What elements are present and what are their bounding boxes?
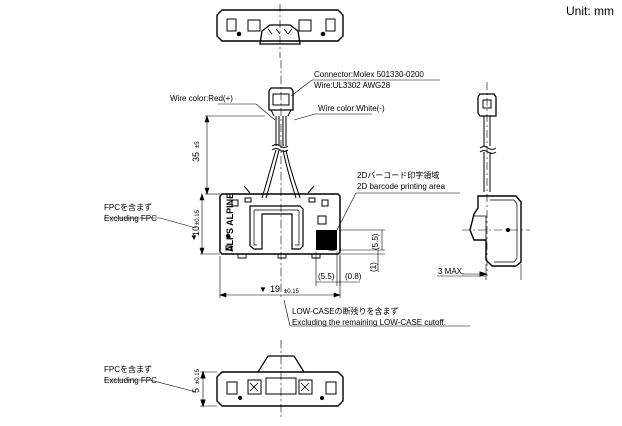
fpc-jp-label-bottom: FPCを含まず: [104, 364, 152, 374]
dimension-lines: [104, 79, 470, 393]
bottom-view: [200, 340, 344, 420]
barcode-area: [316, 230, 337, 250]
dim-barcode-h: (5.5): [371, 233, 380, 250]
dim-width-tol: ±0.15: [284, 289, 300, 295]
dim-bottom-tol: ±0.15: [195, 368, 201, 384]
wire-spec-label: Wire:UL3302 AWG28: [314, 81, 391, 90]
dim-barcode-w: (5.5): [318, 272, 335, 281]
barcode-en-label: 2D barcode printing area: [357, 182, 446, 191]
unit-label: Unit: mm: [566, 4, 614, 18]
top-view: [216, 4, 344, 58]
wire-red-label: Wire color:Red(+): [170, 94, 233, 103]
fpc-en-label-bottom: Excluding FPC: [104, 376, 157, 385]
side-view: [437, 82, 530, 280]
dim-height-tol: ±0.15: [195, 209, 201, 225]
lowcase-en-label: Excluding the remaining LOW-CASE cutoff.: [292, 318, 446, 327]
wire-white-label: Wire color:White(-): [318, 104, 385, 113]
dim-height: 10: [191, 226, 201, 236]
barcode-jp-label: 2Dバーコード印字領域: [357, 170, 439, 180]
dim-height-marker: ▼: [190, 233, 198, 242]
dim-wire-length: 35: [191, 152, 201, 162]
dim-max-thickness: 3 MAX.: [438, 267, 464, 276]
dim-barcode-offset: (1): [369, 262, 378, 272]
dim-wire-length-tol: ±5: [195, 141, 201, 148]
dim-bottom-h: 5: [191, 388, 201, 393]
dim-width: 19: [270, 284, 280, 294]
brand-text: ALPS ALPINE: [225, 193, 235, 252]
front-view: [219, 60, 341, 300]
dim-width-marker: ▼: [259, 285, 267, 294]
connector-label: Connector:Molex 501330-0200: [314, 70, 424, 79]
text-labels: Connector:Molex 501330-0200 Wire:UL3302 …: [104, 70, 464, 393]
dim-barcode-gap: (0.8): [345, 272, 362, 281]
lowcase-jp-label: LOW-CASEの断残りを含まず: [292, 306, 399, 316]
fpc-jp-label: FPCを含まず: [104, 202, 152, 212]
fpc-en-label: Excluding FPC: [104, 214, 157, 223]
